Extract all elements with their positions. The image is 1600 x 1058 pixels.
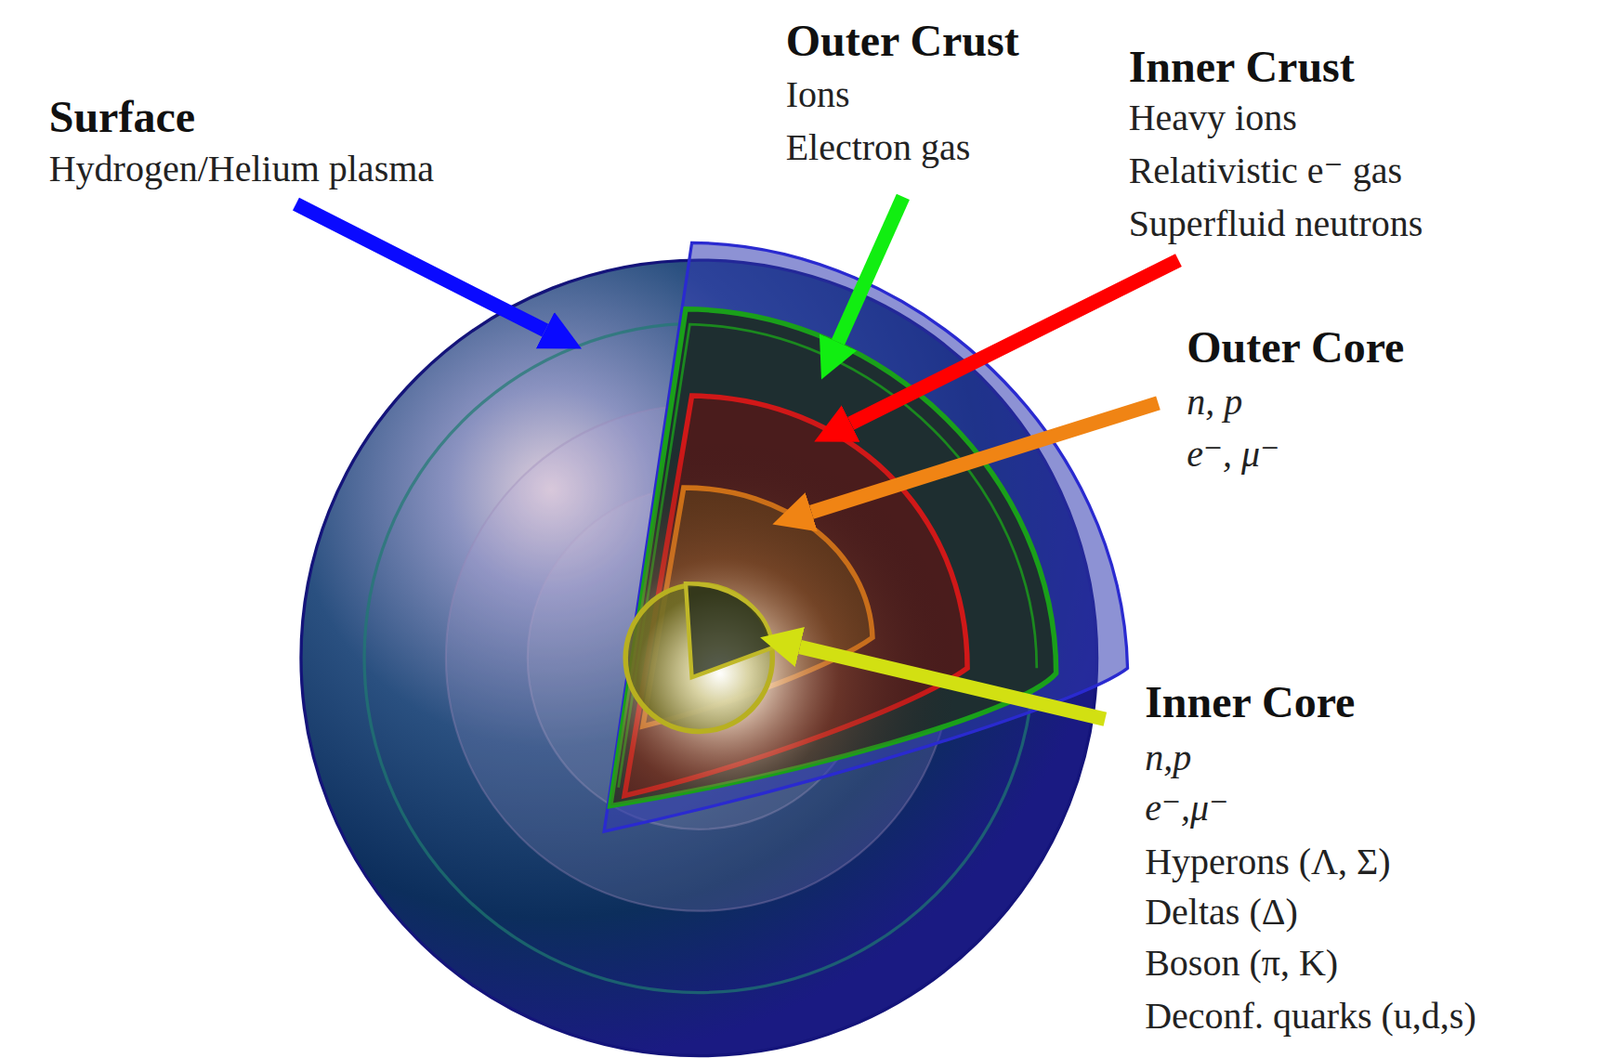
composition-item: Hydrogen/Helium plasma [49, 150, 434, 188]
core-glow [487, 440, 958, 910]
layer-heading: Outer Core [1186, 325, 1404, 370]
composition-item: n,p [1144, 739, 1192, 777]
composition-item: Heavy ions [1128, 99, 1298, 137]
layer-heading: Inner Core [1144, 680, 1355, 725]
composition-item: Electron gas [786, 129, 971, 167]
composition-item: Deltas (Δ) [1144, 893, 1299, 932]
leader-arrow [851, 260, 1180, 424]
composition-item: e⁻, μ⁻ [1186, 435, 1280, 473]
composition-item: Superfluid neutrons [1128, 205, 1424, 243]
leader-arrow [800, 646, 1105, 720]
composition-item: n, p [1186, 383, 1243, 421]
composition-item: e⁻,μ⁻ [1144, 789, 1229, 827]
layer-heading: Surface [49, 94, 196, 140]
leader-arrow [811, 403, 1158, 513]
composition-item: Relativistic e⁻ gas [1128, 152, 1403, 190]
composition-item: Boson (π, K) [1144, 944, 1338, 983]
composition-item: Deconf. quarks (u,d,s) [1144, 997, 1477, 1036]
inner-core-cut [685, 583, 773, 678]
composition-item: Hyperons (Λ, Σ) [1144, 843, 1391, 881]
leader-arrow [295, 204, 545, 331]
layer-heading: Outer Crust [786, 18, 1020, 64]
layer-heading: Inner Crust [1128, 44, 1355, 90]
leader-arrow [838, 196, 904, 342]
composition-item: Ions [786, 76, 851, 114]
